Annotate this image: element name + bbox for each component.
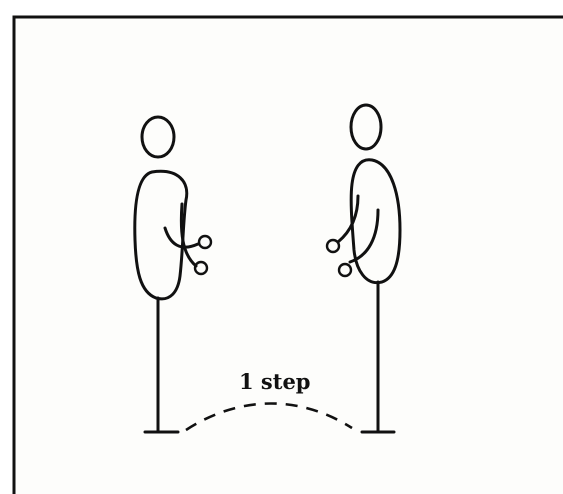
figure-frame xyxy=(14,17,563,494)
distance-label: 1 step xyxy=(239,369,311,394)
